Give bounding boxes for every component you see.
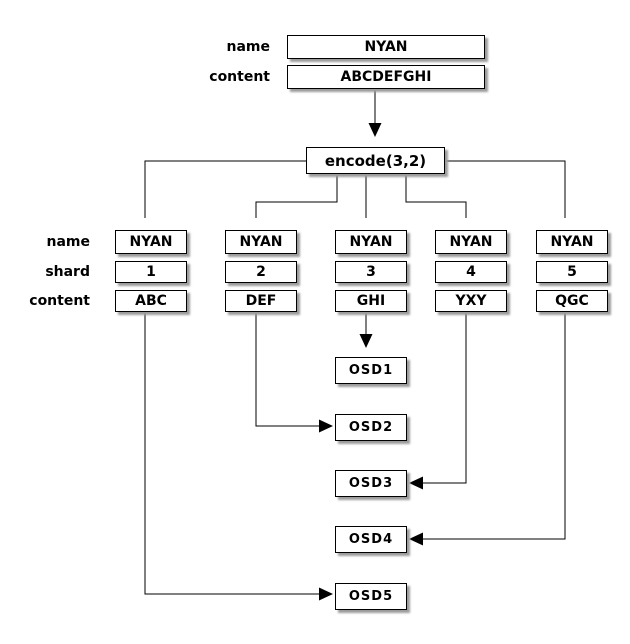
shard4-number-box: 4 bbox=[435, 261, 507, 283]
object-content-box: ABCDEFGHI bbox=[287, 65, 485, 89]
arrowhead-into-osd4 bbox=[409, 532, 423, 546]
connector-encode-to-shard2 bbox=[255, 175, 338, 218]
shard4-content-box: YXY bbox=[435, 290, 507, 312]
shard5-name-box: NYAN bbox=[536, 230, 608, 254]
connector-encode-to-shard1 bbox=[144, 160, 306, 218]
osd2-box: OSD2 bbox=[335, 414, 407, 441]
shard2-number-box: 2 bbox=[225, 261, 297, 283]
shard4-name-box: NYAN bbox=[435, 230, 507, 254]
arrowhead-into-osd1 bbox=[359, 334, 373, 348]
shard1-number-box: 1 bbox=[115, 261, 187, 283]
shard5-number-box: 5 bbox=[536, 261, 608, 283]
shard2-content-box: DEF bbox=[225, 290, 297, 312]
osd3-box: OSD3 bbox=[335, 470, 407, 497]
arrowhead-into-osd2 bbox=[319, 419, 333, 433]
object-content-label: content bbox=[209, 69, 270, 85]
row-label-name: name bbox=[46, 234, 91, 250]
connector-shard4-to-osd3 bbox=[422, 305, 467, 484]
shard2-name-box: NYAN bbox=[225, 230, 297, 254]
shard5-content-box: QGC bbox=[536, 290, 608, 312]
object-name-box: NYAN bbox=[287, 35, 485, 59]
row-label-content: content bbox=[29, 293, 90, 309]
connector-shard2-to-osd2 bbox=[255, 305, 320, 427]
osd4-box: OSD4 bbox=[335, 526, 407, 553]
object-name-label: name bbox=[226, 39, 271, 55]
connector-encode-to-shard4 bbox=[405, 175, 467, 218]
osd5-box: OSD5 bbox=[335, 583, 407, 610]
arrowhead-into-encode bbox=[368, 123, 382, 137]
arrowhead-into-osd5 bbox=[319, 587, 333, 601]
shard3-number-box: 3 bbox=[335, 261, 407, 283]
row-label-shard: shard bbox=[45, 264, 90, 280]
arrowhead-into-osd3 bbox=[409, 476, 423, 490]
shard1-content-box: ABC bbox=[115, 290, 187, 312]
shard3-content-box: GHI bbox=[335, 290, 407, 312]
shard1-name-box: NYAN bbox=[115, 230, 187, 254]
connector-encode-to-shard5 bbox=[445, 160, 566, 218]
connector-shard5-to-osd4 bbox=[422, 305, 566, 540]
shard3-name-box: NYAN bbox=[335, 230, 407, 254]
osd1-box: OSD1 bbox=[335, 357, 407, 384]
connector-shard1-to-osd5 bbox=[144, 305, 320, 595]
encode-box: encode(3,2) bbox=[306, 147, 445, 174]
